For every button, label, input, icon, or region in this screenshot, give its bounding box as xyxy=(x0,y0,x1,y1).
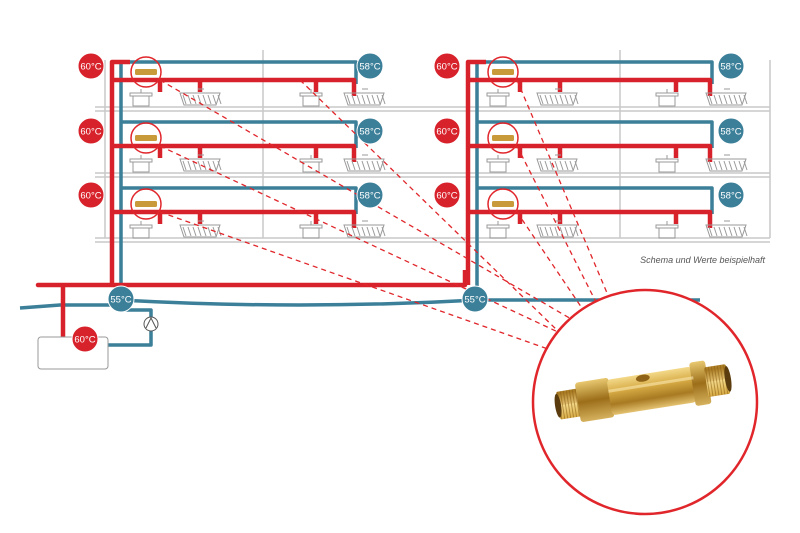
valve-callouts xyxy=(130,56,519,220)
fixture-drop xyxy=(157,212,679,224)
circulation-pump-icon xyxy=(143,316,159,332)
temperature-label: 60°C xyxy=(436,191,457,202)
temperature-label: 58°C xyxy=(359,127,380,138)
temperature-label: 60°C xyxy=(74,335,95,346)
supply-pipes xyxy=(35,59,713,337)
bathtub-icon xyxy=(343,154,386,172)
valve-callout-circle xyxy=(130,188,162,220)
supply-temp-badge: 60°C xyxy=(77,52,105,80)
bathtub-icon xyxy=(179,220,222,238)
temperature-label: 60°C xyxy=(80,62,101,73)
supply-temp-badge: 60°C xyxy=(433,181,461,209)
valve-zoom-callout xyxy=(531,288,759,516)
bathtub-icon xyxy=(536,154,579,172)
washbasin-icon xyxy=(655,221,679,239)
return-temp-badge: 58°C xyxy=(717,181,745,209)
supply-branch-right-floor1 xyxy=(468,77,713,96)
washbasin-icon xyxy=(486,89,510,107)
base-return-temp-badge: 55°C xyxy=(461,285,489,313)
supply-temp-badge: 60°C xyxy=(433,52,461,80)
supply-main xyxy=(35,270,468,337)
temperature-badges: 60°C 58°C 60°C 58°C 60°C 58°C 60°C 58°C 60°C 58°C… xyxy=(71,52,745,353)
washbasin-icon xyxy=(655,155,679,173)
washbasin-icon xyxy=(299,89,323,107)
temperature-label: 58°C xyxy=(720,62,741,73)
return-main xyxy=(19,298,700,310)
washbasin-icon xyxy=(486,155,510,173)
return-temp-badge: 58°C xyxy=(356,181,384,209)
washbasin-icon xyxy=(129,221,153,239)
temperature-label: 60°C xyxy=(436,127,457,138)
valve-callout-circle xyxy=(130,122,162,154)
temperature-label: 60°C xyxy=(436,62,457,73)
return-temp-badge: 58°C xyxy=(717,52,745,80)
supply-branch-left-floor3 xyxy=(112,209,357,228)
temperature-label: 58°C xyxy=(720,191,741,202)
washbasin-icon xyxy=(655,89,679,107)
building-structure xyxy=(95,50,771,243)
washbasin-icon xyxy=(299,155,323,173)
valve-callout-circle xyxy=(487,188,519,220)
bathtub-icon xyxy=(705,88,748,106)
washbasin-icon xyxy=(486,221,510,239)
return-temp-badge: 58°C xyxy=(356,52,384,80)
temperature-label: 58°C xyxy=(720,127,741,138)
washbasin-icon xyxy=(129,155,153,173)
washbasin-icon xyxy=(129,89,153,107)
bathtub-icon xyxy=(536,88,579,106)
supply-branch-left-floor1 xyxy=(112,77,357,96)
return-branch-right-floor3 xyxy=(477,186,714,214)
base-return-temp-badge: 55°C xyxy=(107,285,135,313)
return-temp-badge: 58°C xyxy=(356,117,384,145)
bathtub-icon xyxy=(705,154,748,172)
supply-temp-badge: 60°C xyxy=(77,117,105,145)
valve-callout-circle xyxy=(130,56,162,88)
bathtub-icon xyxy=(705,220,748,238)
washbasin-icon xyxy=(299,221,323,239)
temperature-label: 55°C xyxy=(110,295,131,306)
supply-branch-right-floor3 xyxy=(468,209,713,228)
boiler-temp-badge: 60°C xyxy=(71,325,99,353)
return-branch-left-floor2 xyxy=(121,120,358,148)
return-branch-right-floor2 xyxy=(477,120,714,148)
valve-callout-circle xyxy=(487,122,519,154)
fixtures xyxy=(129,88,748,239)
temperature-label: 55°C xyxy=(464,295,485,306)
fixture-drop xyxy=(157,146,679,158)
supply-temp-badge: 60°C xyxy=(433,117,461,145)
return-temp-badge: 58°C xyxy=(717,117,745,145)
bathtub-icon xyxy=(343,220,386,238)
thermostatic-circulation-valve-icon xyxy=(554,360,732,422)
supply-branch-right-floor2 xyxy=(468,143,713,162)
return-branch-left-floor3 xyxy=(121,186,358,214)
schema-caption: Schema und Werte beispielhaft xyxy=(640,255,765,265)
fixture-drop xyxy=(157,80,679,92)
bathtub-icon xyxy=(343,88,386,106)
valve-callout-circle xyxy=(487,56,519,88)
supply-temp-badge: 60°C xyxy=(77,181,105,209)
bathtub-icon xyxy=(179,154,222,172)
return-riser-right xyxy=(475,60,714,290)
return-riser-left xyxy=(119,60,358,290)
temperature-label: 60°C xyxy=(80,191,101,202)
supply-branch-left-floor2 xyxy=(112,143,357,162)
temperature-label: 60°C xyxy=(80,127,101,138)
temperature-label: 58°C xyxy=(359,62,380,73)
temperature-label: 58°C xyxy=(359,191,380,202)
bathtub-icon xyxy=(536,220,579,238)
circulation-pipes xyxy=(19,60,714,347)
